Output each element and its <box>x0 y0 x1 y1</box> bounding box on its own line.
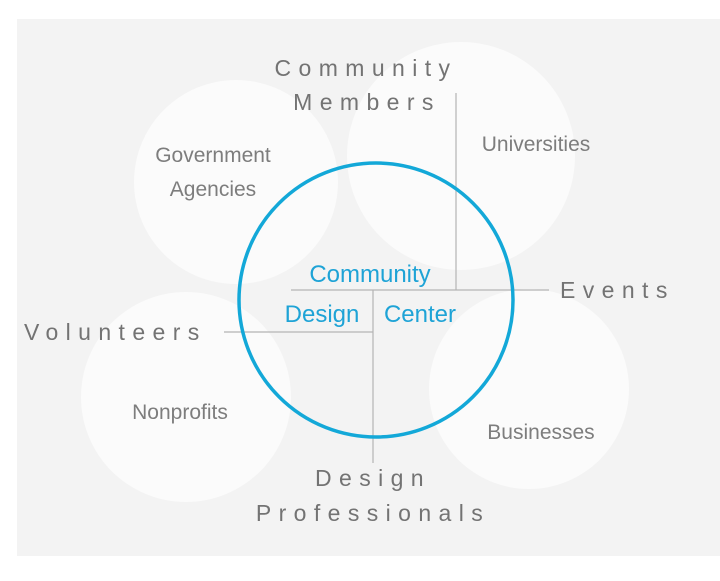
events-label: Events <box>560 277 675 303</box>
center-label-design: Design <box>285 301 360 328</box>
businesses-label: Businesses <box>487 421 594 444</box>
community-members-label-line2: Members <box>293 89 441 115</box>
government-label-line1: Government <box>155 144 271 167</box>
businesses-circle <box>429 289 629 489</box>
nonprofits-label: Nonprofits <box>132 401 228 424</box>
nonprofits-circle <box>81 292 291 502</box>
design-professionals-label-line2: Professionals <box>256 500 490 526</box>
universities-circle <box>347 42 575 270</box>
center-label-community: Community <box>309 261 430 288</box>
volunteers-label: Volunteers <box>24 319 207 345</box>
universities-label: Universities <box>482 133 591 156</box>
community-design-center-ring <box>237 161 515 439</box>
government-agencies-circle <box>134 80 338 284</box>
design-professionals-label-line1: Design <box>315 465 431 491</box>
government-label-line2: Agencies <box>170 178 256 201</box>
community-members-label-line1: Community <box>275 55 458 81</box>
center-label-center: Center <box>384 301 456 328</box>
